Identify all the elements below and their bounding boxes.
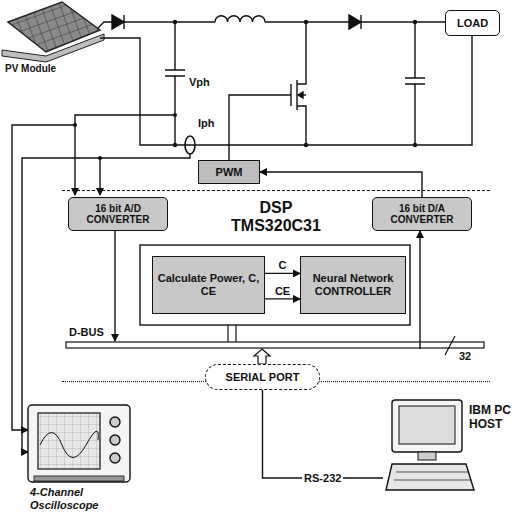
edge-label: RS-232: [302, 472, 343, 484]
pv-module: PV Module: [2, 0, 102, 78]
connector: [260, 172, 422, 197]
dac-box: 16 bit D/A CONVERTER: [372, 197, 472, 231]
current-label: Iph: [197, 117, 216, 129]
node-text: PWM: [213, 166, 246, 179]
voltage-label: Vph: [188, 76, 211, 88]
neural-network-box: Neural Network CONTROLLER: [300, 256, 406, 314]
node-text: 4-Channel Oscilloscope: [30, 486, 125, 511]
edge-label: CE: [273, 285, 292, 297]
connector: [263, 390, 384, 478]
pc-host: IBM PC HOST: [383, 398, 523, 498]
calculate-box: Calculate Power, C, CE: [152, 256, 265, 314]
node-text: SERIAL PORT: [223, 371, 303, 384]
serial-port: SERIAL PORT: [205, 364, 320, 390]
node-text: 16 bit D/A CONVERTER: [373, 203, 471, 226]
pwm-box: PWM: [198, 160, 260, 184]
edge-label: C: [277, 259, 289, 271]
bus-width: 32: [458, 350, 472, 362]
node-text: PV Module: [5, 63, 100, 75]
connector: [265, 273, 300, 274]
connector: [265, 298, 300, 299]
node-text: IBM PC HOST: [469, 404, 521, 432]
node-text: 16 bit A/D CONVERTER: [69, 203, 167, 226]
bus-label: D-BUS: [68, 326, 105, 338]
oscilloscope: 4-Channel Oscilloscope: [12, 398, 142, 520]
adc-box: 16 bit A/D CONVERTER: [68, 197, 168, 231]
node-text: DSP TMS320C31: [216, 199, 336, 236]
load-box: LOAD: [445, 10, 500, 36]
node-text: Calculate Power, C, CE: [153, 272, 264, 297]
node-text: Neural Network CONTROLLER: [301, 272, 405, 297]
node-text: LOAD: [454, 17, 491, 30]
